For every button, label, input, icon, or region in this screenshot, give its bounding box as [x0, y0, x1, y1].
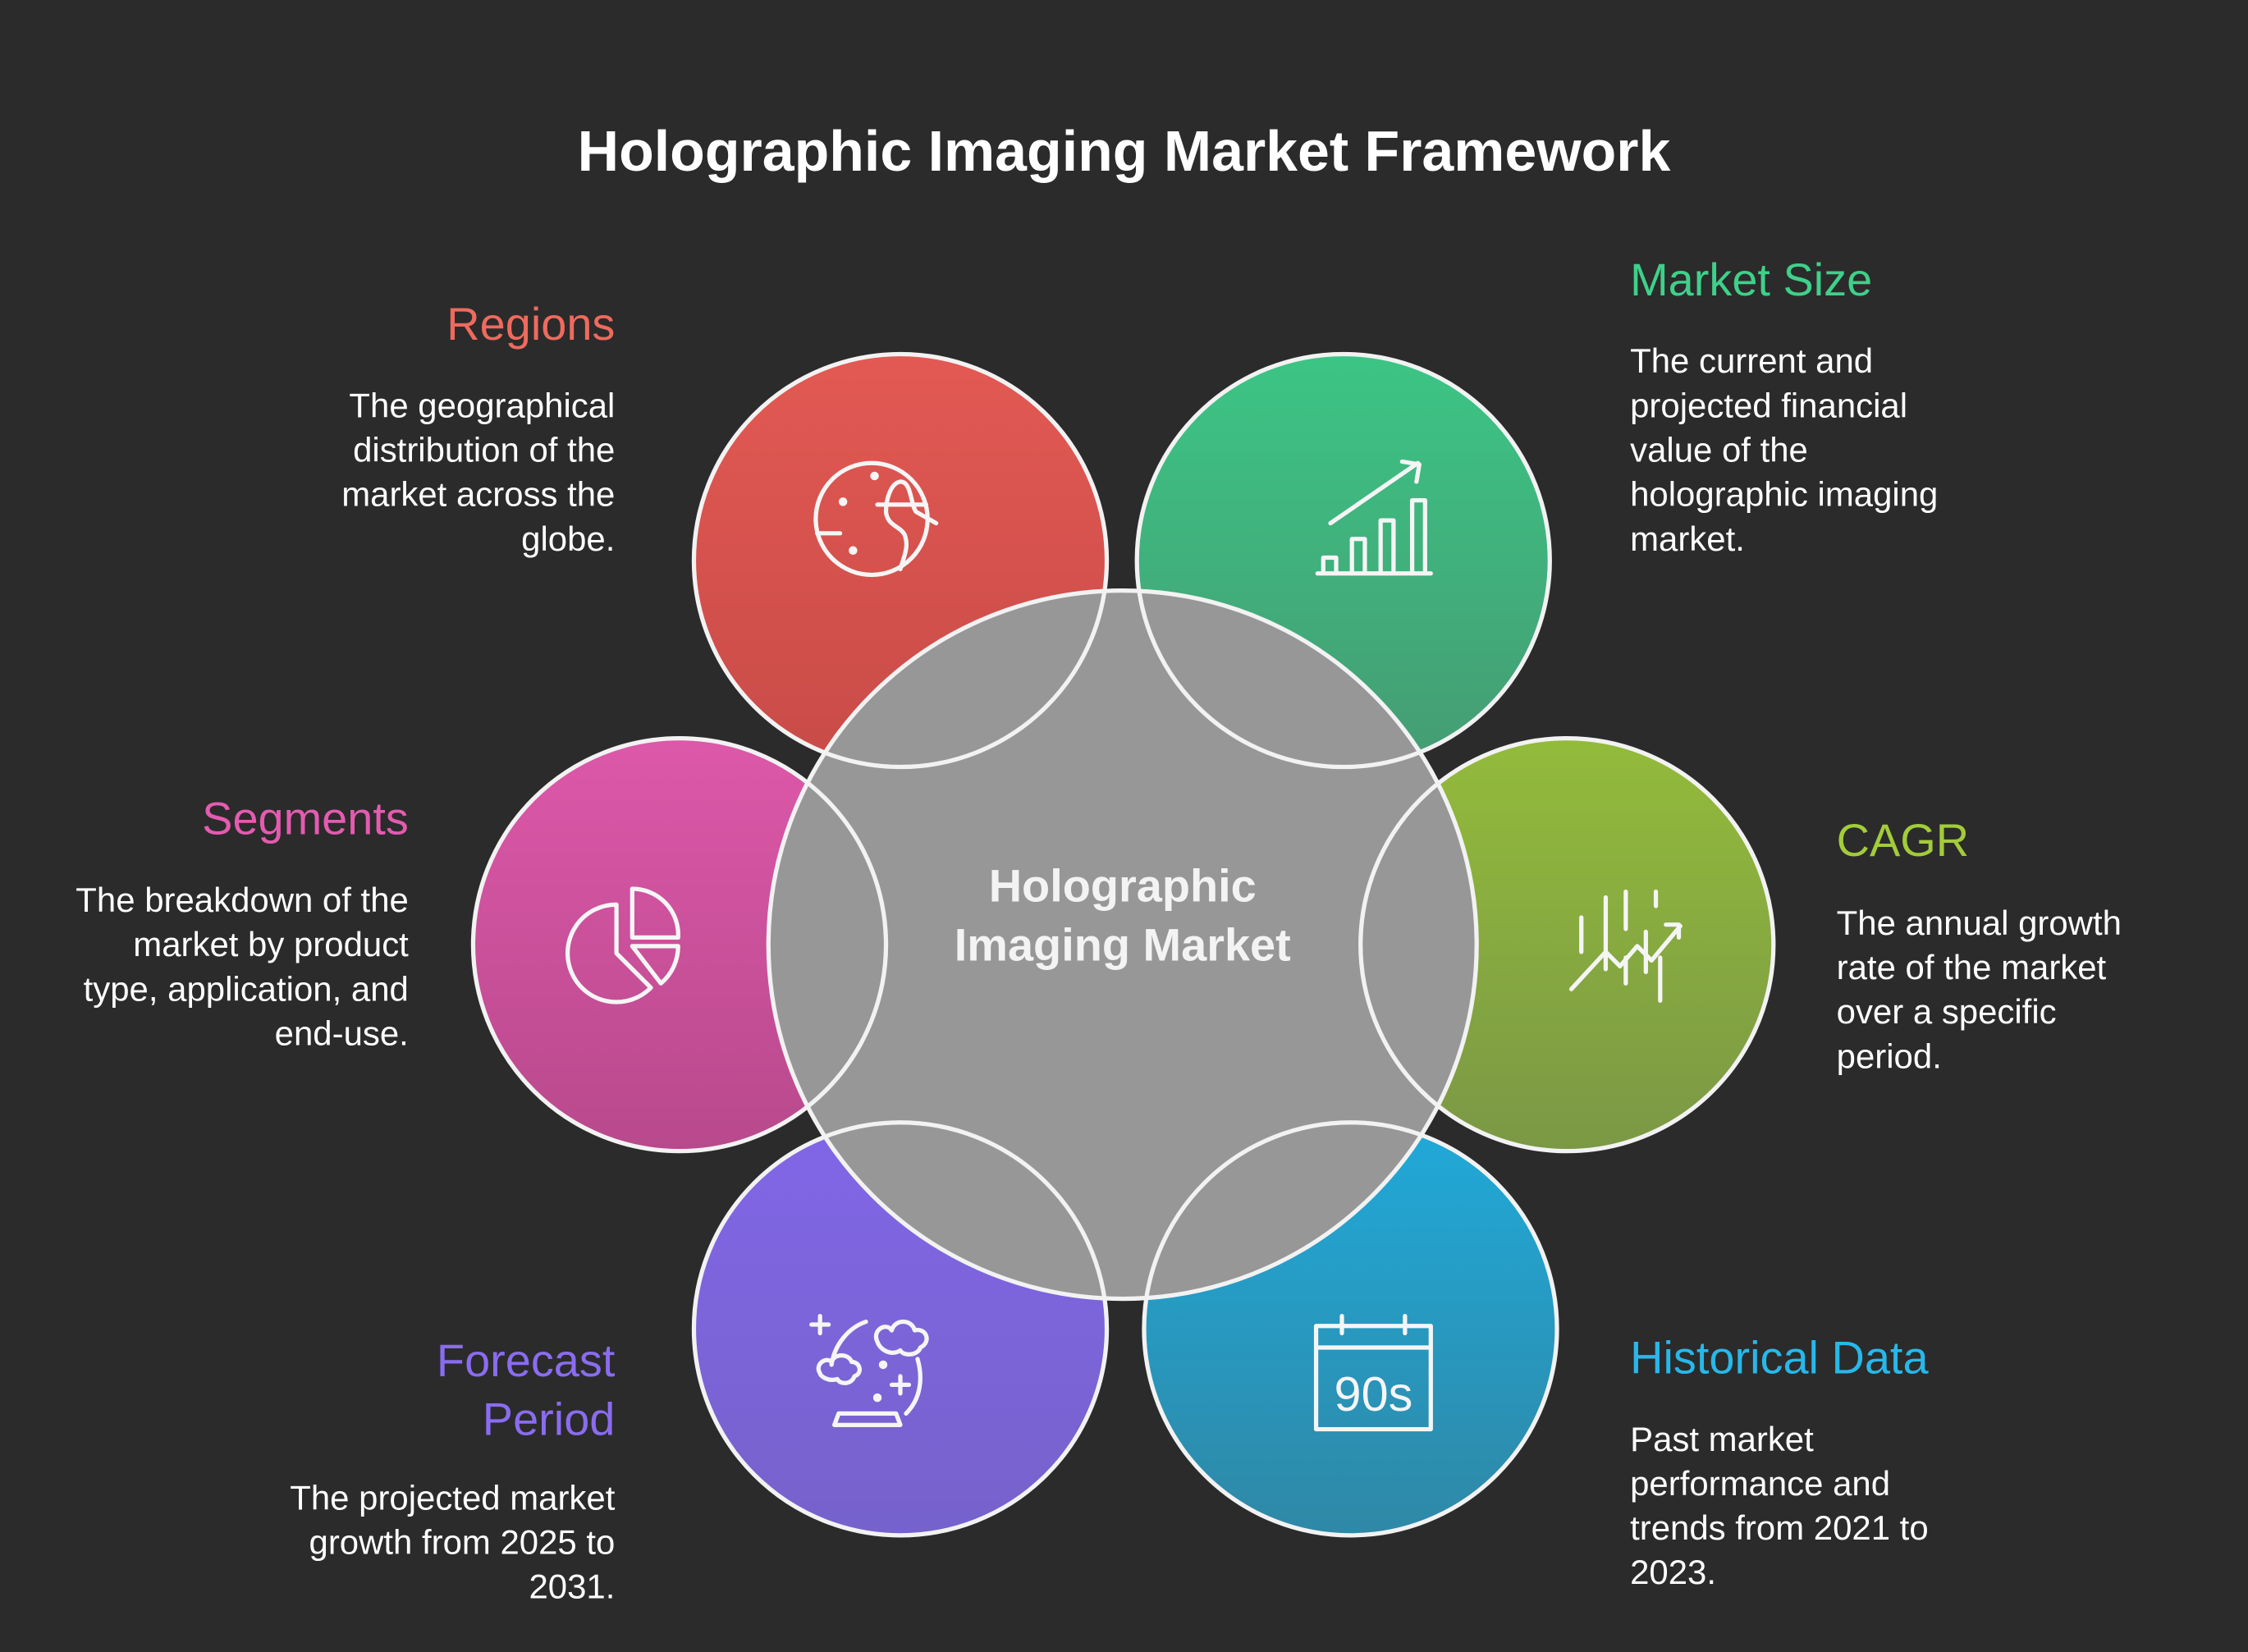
center-label: Holographic Imaging Market: [954, 860, 1291, 971]
regions-title: Regions: [446, 298, 616, 350]
regions-description: The geographical distribution of the mar…: [341, 387, 616, 560]
cagr-circle: [1360, 738, 1774, 1151]
segments-title: Segments: [202, 792, 409, 844]
center-circle: [768, 590, 1477, 1299]
cagr-title: CAGR: [1836, 814, 1970, 867]
calendar-icon-text: 90s: [1335, 1366, 1413, 1421]
historical-description: Past market performance and trends from …: [1630, 1421, 1929, 1593]
cagr-description: The annual growth rate of the market ove…: [1836, 904, 2122, 1077]
pie-chart-icon: [565, 886, 680, 1004]
forecast-title: Forecast Period: [436, 1334, 616, 1445]
forecast-description: The projected market growth from 2025 to…: [290, 1479, 616, 1608]
historical-title: Historical Data: [1630, 1331, 1929, 1384]
page-title: Holographic Imaging Market Framework: [577, 120, 1671, 184]
market-size-description: The current and projected financial valu…: [1630, 342, 1939, 560]
crystal-ball-icon: [809, 1313, 929, 1427]
market-size-title: Market Size: [1630, 254, 1873, 306]
segments-description: The breakdown of the market by product t…: [76, 881, 409, 1054]
globe-icon: [813, 460, 939, 578]
calendar-90s-icon: [1313, 1313, 1433, 1432]
growth-trend-icon: [1568, 889, 1683, 1003]
bar-chart-growth-icon: [1315, 459, 1433, 576]
